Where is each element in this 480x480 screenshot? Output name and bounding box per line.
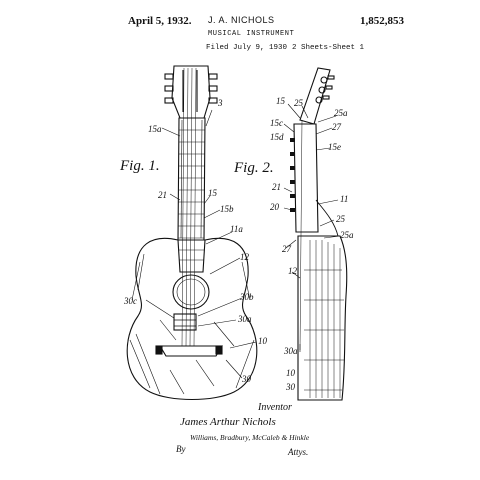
- fig2-ref-27b: 27: [282, 244, 292, 254]
- patent-number: 1,852,853: [360, 15, 404, 27]
- attorneys-signature: Williams, Bradbury, McCaleb & Hinkle: [190, 433, 310, 442]
- fig1-ref-15b: 15b: [220, 204, 234, 214]
- fig2-ref-30: 30: [285, 382, 296, 392]
- fig1-headstock: [171, 65, 211, 119]
- fig2-ref-15e: 15e: [328, 142, 341, 152]
- fig2-ref-15c: 15c: [270, 118, 283, 128]
- fig1-guitar-front: [126, 65, 258, 401]
- fig1-ref-3: 3: [217, 98, 223, 108]
- fig1-ref-30: 30: [241, 374, 252, 384]
- fig1-tuning-pegs: [164, 73, 218, 104]
- fig2-label: Fig. 2.: [233, 160, 274, 176]
- fig1-frets: [178, 129, 205, 261]
- fig2-ref-25b: 25: [336, 214, 346, 224]
- fig2-ref-27: 27: [332, 122, 342, 132]
- fig1-ref-12: 12: [240, 252, 250, 262]
- fig1-ref-11a: 11a: [230, 224, 243, 234]
- fig2-ref-15d: 15d: [270, 132, 284, 142]
- fig2-guitar-side: [283, 67, 348, 401]
- fig1-ref-15a: 15a: [148, 124, 162, 134]
- fig1-ref-30b: 30b: [239, 292, 254, 302]
- fig2-ref-30a: 30a: [283, 346, 298, 356]
- fig2-ref-25: 25: [294, 98, 304, 108]
- fig2-body-side: [297, 235, 348, 401]
- fig2-fret-studs: [290, 138, 295, 212]
- fig2-neck: [293, 123, 319, 233]
- fig2-ref-25c: 25a: [340, 230, 354, 240]
- fig1-body-shading: [129, 253, 255, 395]
- fig2-headstock: [299, 67, 331, 125]
- fig2-ref-15: 15: [276, 96, 286, 106]
- fig2-tuning-pegs: [315, 75, 335, 104]
- fig2-ref-10: 10: [286, 368, 296, 378]
- fig2-body-shading: [304, 240, 344, 398]
- inventor-signature: James Arthur Nichols: [180, 416, 276, 428]
- fig1-ref-30c: 30c: [123, 296, 137, 306]
- sheet-info: 2 Sheets-Sheet 1: [292, 44, 365, 52]
- fig1-tailpiece: [159, 345, 223, 357]
- fig1-ref-15: 15: [208, 188, 218, 198]
- fig1-label: Fig. 1.: [119, 158, 160, 174]
- fig2-ref-21: 21: [272, 182, 281, 192]
- fig1-bridge: [173, 313, 197, 331]
- inventor-label: Inventor: [257, 402, 292, 413]
- fig2-ref-25a: 25a: [334, 108, 348, 118]
- fig1-ref-21: 21: [158, 190, 167, 200]
- fig1-ref-30a: 30a: [237, 314, 252, 324]
- filing-date: Filed July 9, 1930: [206, 44, 288, 52]
- by-label: By: [176, 444, 186, 454]
- fig2-ref-12: 12: [288, 266, 298, 276]
- fig2-ref-20: 20: [270, 202, 280, 212]
- fig1-strings: [181, 67, 197, 347]
- patent-date: April 5, 1932.: [128, 15, 192, 27]
- fig1-leader-lines: [145, 109, 257, 379]
- fig1-ref-10: 10: [258, 336, 268, 346]
- fig2-ref-11: 11: [340, 194, 348, 204]
- inventor-header: J. A. NICHOLS: [208, 15, 275, 25]
- patent-title: MUSICAL INSTRUMENT: [208, 30, 295, 38]
- fig2-leader-lines: [283, 103, 341, 352]
- fig1-sound-hole: [172, 274, 210, 310]
- attys-label: Attys.: [287, 447, 308, 457]
